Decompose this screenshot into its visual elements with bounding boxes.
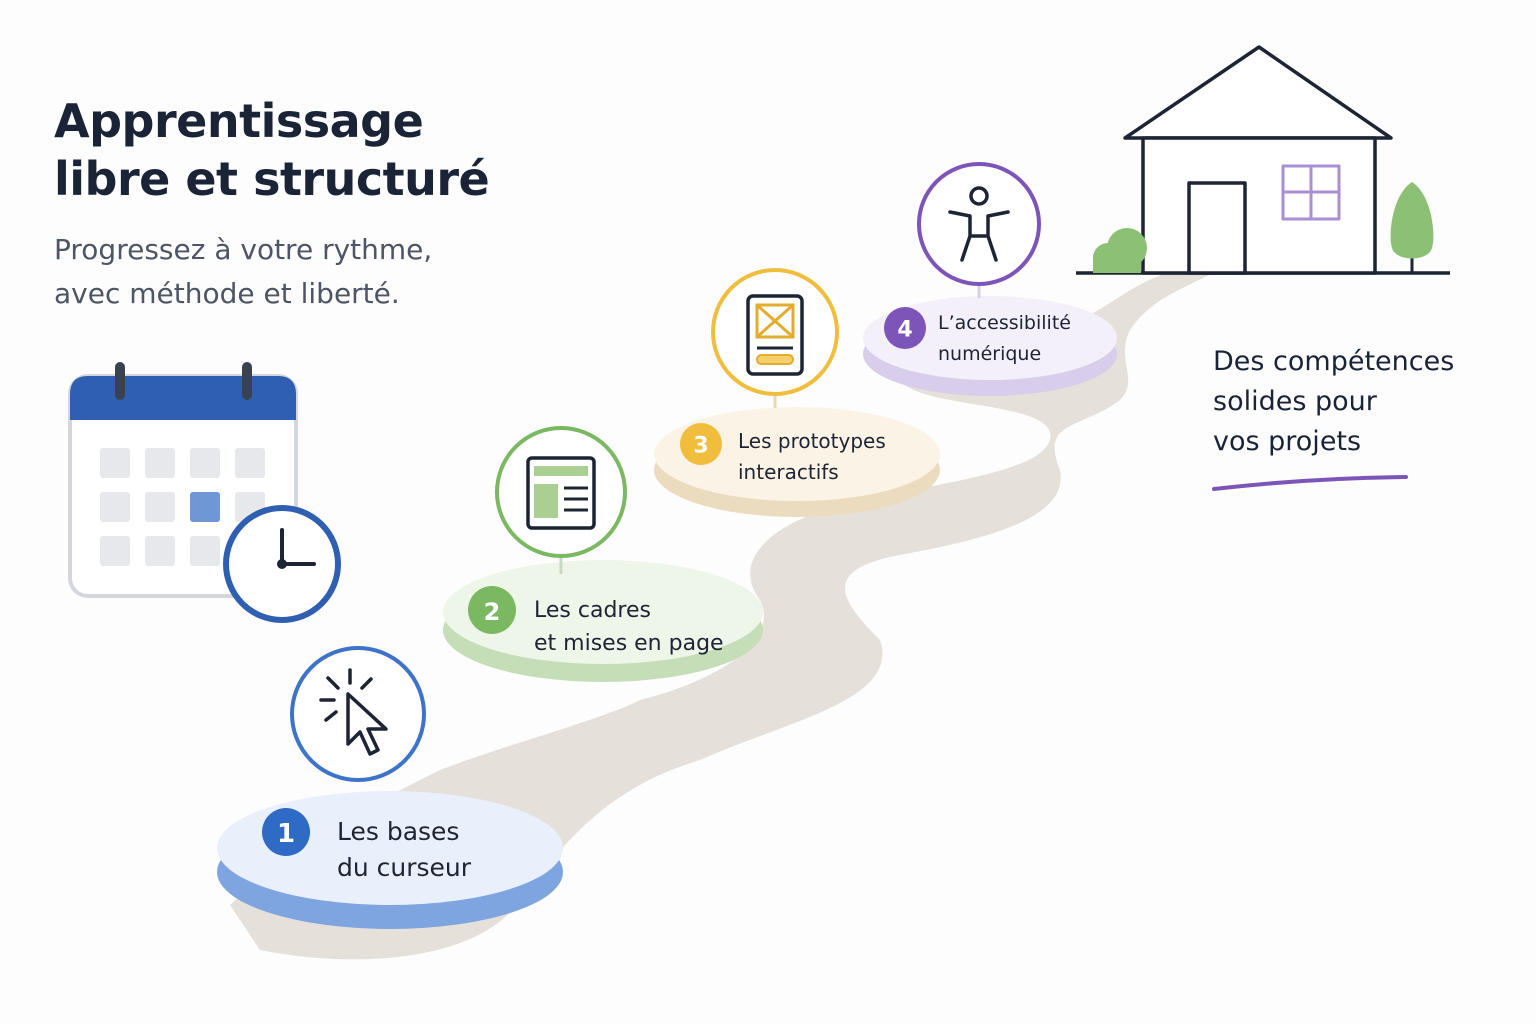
step-3-platform: 3 [654,407,940,517]
goal-line-1: Des compétences [1213,346,1455,377]
step-4-platform: 4 [863,296,1117,396]
winding-path [230,272,1215,960]
step-3-icon-circle [711,268,839,408]
title-line-1: Apprentissage [54,94,424,148]
subtitle-line-1: Progressez à votre rythme, [54,233,433,266]
step-4-icon-circle [917,162,1041,298]
step-2-number: 2 [484,598,501,626]
step-2-label: Les cadres et mises en page [534,594,724,660]
page-subtitle: Progressez à votre rythme, avec méthode … [54,228,432,316]
step-1-icon-circle [290,646,426,782]
step-1-badge [262,808,310,856]
step-2-badge [468,586,516,634]
bush-icon [1093,228,1147,273]
step-1-platform: 1 [217,791,563,929]
step-1-label-line-2: du curseur [337,853,472,882]
accessibility-person-icon [948,186,1010,262]
step-1-label: Les bases du curseur [337,814,471,886]
step-3-badge [680,423,722,465]
goal-line-2: solides pour [1213,386,1377,417]
step-2-icon-circle [495,426,627,574]
clock-icon [223,505,341,623]
prototype-screen-icon [746,294,804,376]
layout-frame-icon [526,456,596,530]
step-3-label: Les prototypes interactifs [738,426,886,488]
step-4-number: 4 [897,318,912,343]
step-2-platform: 2 [443,560,763,682]
step-1-number: 1 [277,819,295,849]
step-2-label-line-2: et mises en page [534,631,724,656]
goal-text: Des compétences solides pour vos projets [1213,342,1454,462]
house-icon [1076,45,1450,275]
tree-icon [1390,182,1434,273]
title-line-2: libre et structuré [54,152,490,206]
page-title: Apprentissage libre et structuré [54,92,490,208]
goal-underline [1212,475,1408,491]
step-1-label-line-1: Les bases [337,817,460,846]
step-4-label: L’accessibilité numérique [938,308,1071,370]
step-3-label-line-1: Les prototypes [738,429,886,453]
step-3-number: 3 [693,434,708,459]
step-2-label-line-1: Les cadres [534,598,651,623]
step-4-label-line-2: numérique [938,343,1042,365]
step-4-badge [884,307,926,349]
subtitle-line-2: avec méthode et liberté. [54,277,400,310]
goal-line-3: vos projets [1213,426,1362,457]
cursor-click-icon [319,668,388,756]
step-3-label-line-2: interactifs [738,460,839,484]
step-4-label-line-1: L’accessibilité [938,312,1071,334]
